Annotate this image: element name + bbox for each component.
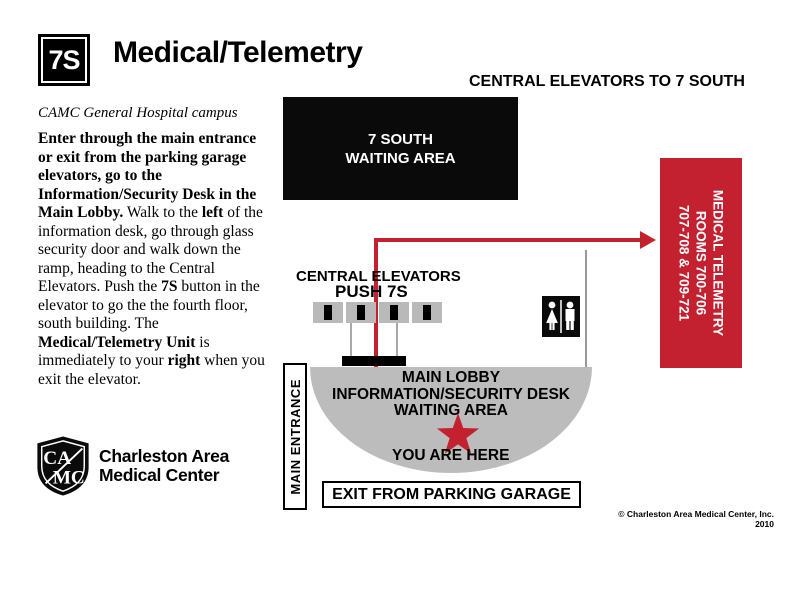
lobby-line3: WAITING AREA <box>394 402 508 419</box>
route-line-horizontal-top <box>374 238 640 242</box>
you-are-here-star-icon <box>436 413 480 454</box>
directions-paragraph: Enter through the main entrance or exit … <box>38 130 265 388</box>
elevator-door-icon <box>390 305 398 320</box>
telemetry-sign: MEDICAL TELEMETRY ROOMS 700-706 707-708 … <box>660 158 742 368</box>
waiting-area-line2: WAITING AREA <box>345 149 456 167</box>
corridor-wall-line <box>585 250 587 367</box>
lobby-line1: MAIN LOBBY <box>401 369 501 386</box>
elevator-4 <box>412 302 442 323</box>
elevator-2 <box>346 302 376 323</box>
elevator-3 <box>379 302 409 323</box>
page-title: Medical/Telemetry <box>113 36 363 69</box>
you-are-here-label: YOU ARE HERE <box>392 447 510 464</box>
elevator-1 <box>313 302 343 323</box>
copyright-notice: © Charleston Area Medical Center, Inc. 2… <box>618 509 774 529</box>
map-heading: CENTRAL ELEVATORS TO 7 SOUTH <box>469 73 745 90</box>
restroom-icon <box>542 296 580 337</box>
waiting-area-box: 7 SOUTH WAITING AREA <box>283 97 518 200</box>
elevator-door-icon <box>357 305 365 320</box>
camc-logo-name: Charleston Area Medical Center <box>99 446 230 485</box>
push-7s-label: PUSH 7S <box>335 282 408 301</box>
main-entrance-box: MAIN ENTRANCE <box>283 363 307 510</box>
elevator-door-icon <box>324 305 332 320</box>
camc-logo: CA MC Charleston Area Medical Center <box>34 435 229 497</box>
floor-badge: 7S <box>38 34 90 86</box>
monogram-top: CA <box>43 448 71 469</box>
floor-badge-label: 7S <box>43 39 85 81</box>
security-door-bar <box>342 356 406 366</box>
ramp-wall-left <box>350 323 352 356</box>
monogram-bottom: MC <box>53 467 85 488</box>
elevator-door-icon <box>423 305 431 320</box>
central-elevators-label: CENTRAL ELEVATORS <box>296 268 461 285</box>
waiting-area-line1: 7 SOUTH <box>367 130 433 148</box>
camc-shield-logo-icon: CA MC <box>37 436 89 496</box>
parking-garage-exit-box: EXIT FROM PARKING GARAGE <box>322 481 581 508</box>
parking-garage-exit-label: EXIT FROM PARKING GARAGE <box>332 485 571 503</box>
main-entrance-label: MAIN ENTRANCE <box>287 378 303 495</box>
lobby-line2: INFORMATION/SECURITY DESK <box>332 385 570 403</box>
route-line-vertical <box>374 238 378 442</box>
ramp-wall-right <box>396 323 398 356</box>
route-arrowhead-icon <box>640 231 656 249</box>
campus-label: CAMC General Hospital campus <box>38 105 238 121</box>
telemetry-sign-text: MEDICAL TELEMETRY ROOMS 700-706 707-708 … <box>676 189 726 337</box>
